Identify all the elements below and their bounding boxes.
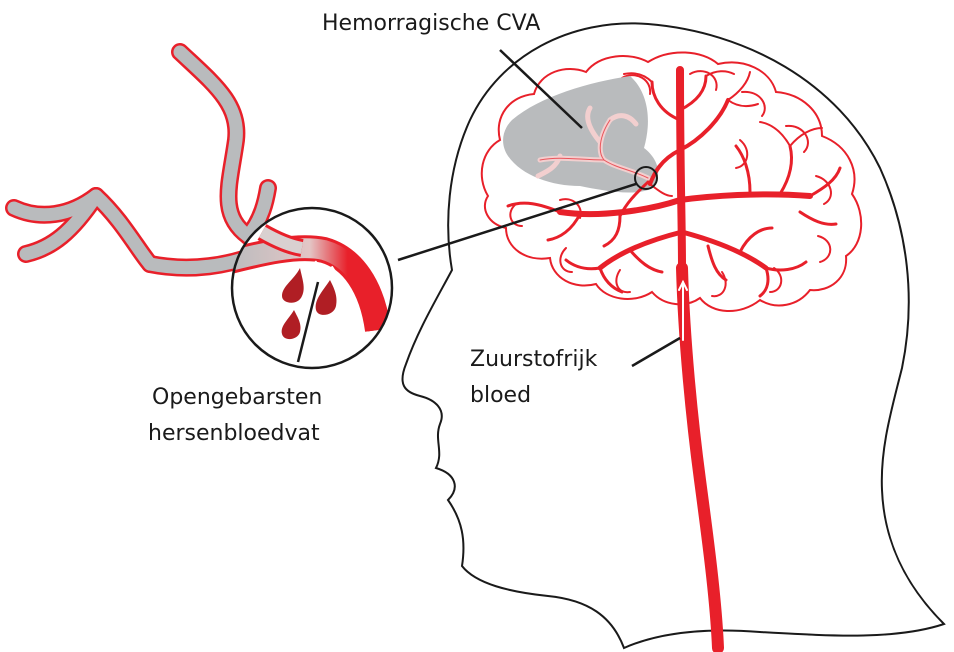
oxygen-leader-line xyxy=(632,338,680,366)
label-ruptured-vessel-line1: Opengebarsten xyxy=(152,385,322,410)
label-ruptured-vessel-line2: hersenbloedvat xyxy=(148,421,320,446)
label-hemorrhagic-stroke: Hemorragische CVA xyxy=(322,11,540,36)
zoom-connector xyxy=(398,184,636,260)
label-oxygen-rich-line2: bloed xyxy=(470,383,531,408)
brain-outline xyxy=(482,52,861,311)
label-oxygen-rich-line1: Zuurstofrijk xyxy=(470,347,598,372)
